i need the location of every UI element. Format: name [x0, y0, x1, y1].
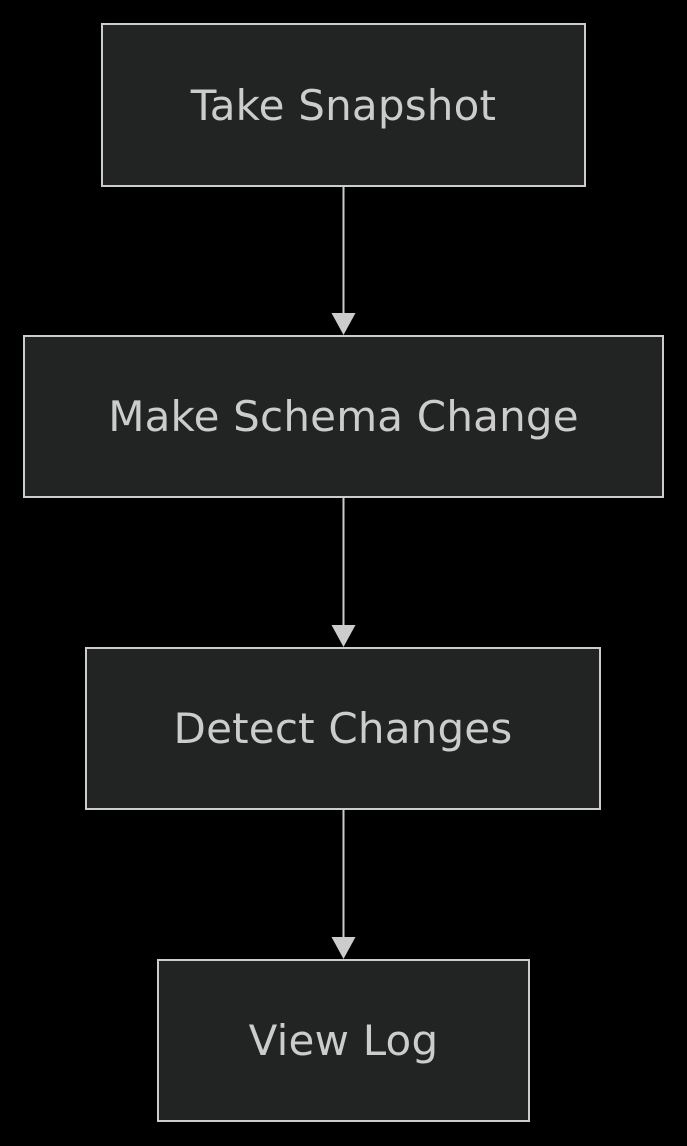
node-make-schema-change[interactable]: Make Schema Change — [23, 335, 664, 498]
node-label: View Log — [248, 1016, 439, 1065]
edge-take-snapshot-to-make-schema-change — [331, 187, 356, 335]
edge-make-schema-change-to-detect-changes — [331, 498, 356, 647]
node-label: Take Snapshot — [190, 80, 497, 130]
arrowhead-icon — [331, 625, 356, 647]
edge-detect-changes-to-view-log — [331, 810, 356, 959]
node-label: Make Schema Change — [108, 392, 579, 441]
node-view-log[interactable]: View Log — [157, 959, 530, 1122]
arrowhead-icon — [331, 937, 356, 959]
node-label: Detect Changes — [173, 704, 513, 753]
arrowhead-icon — [331, 313, 356, 335]
node-detect-changes[interactable]: Detect Changes — [85, 647, 601, 810]
node-take-snapshot[interactable]: Take Snapshot — [101, 23, 586, 187]
